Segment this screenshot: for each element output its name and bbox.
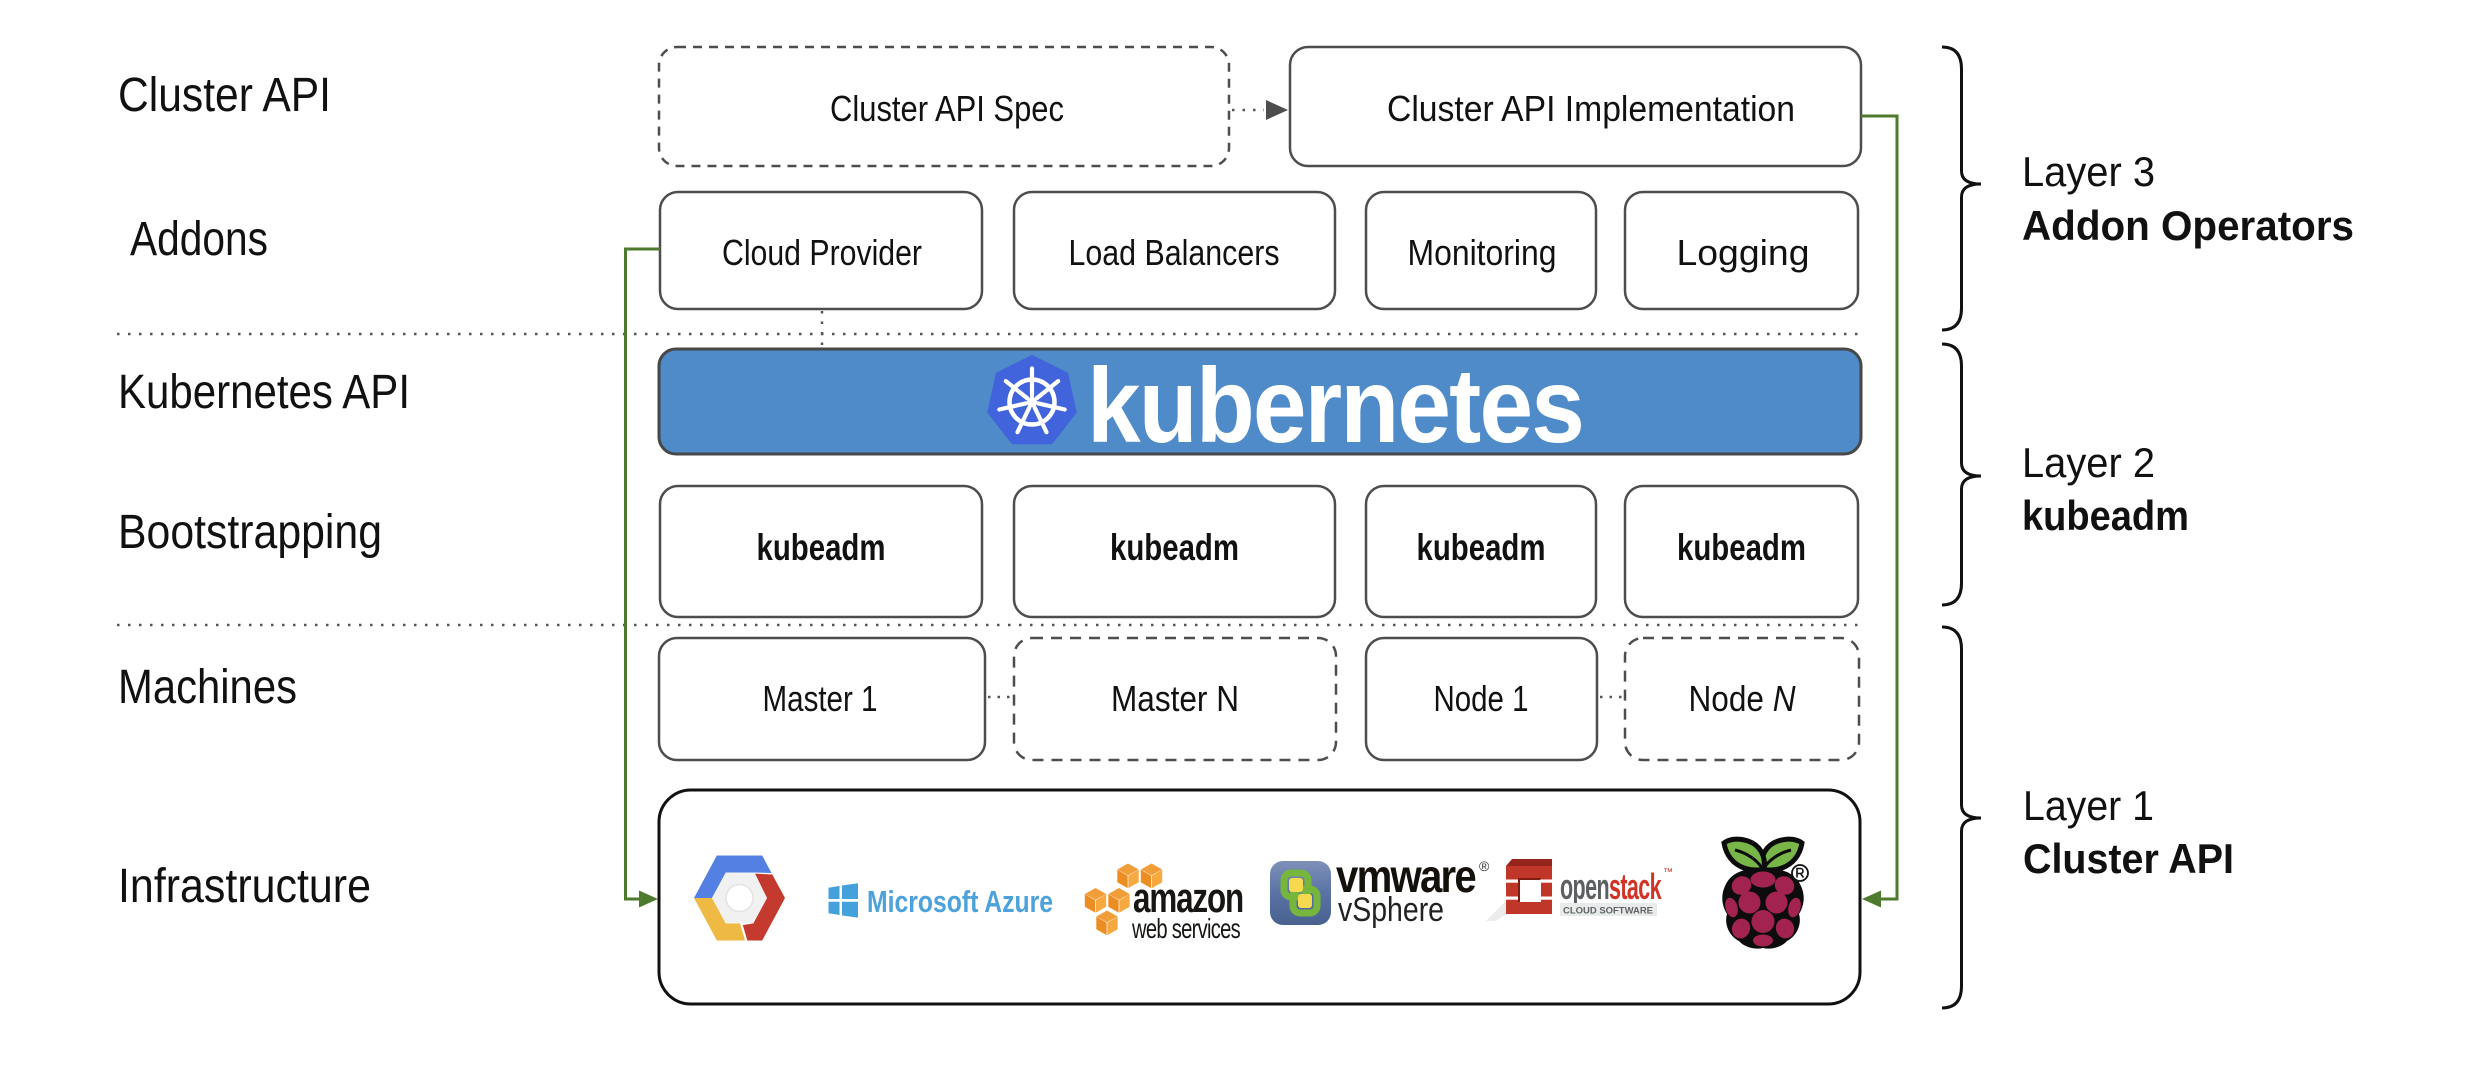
svg-text:kubernetes: kubernetes — [1087, 347, 1583, 465]
svg-text:Cluster API: Cluster API — [2023, 835, 2234, 882]
svg-text:Load Balancers: Load Balancers — [1069, 232, 1280, 273]
svg-text:Cluster API Spec: Cluster API Spec — [830, 88, 1064, 129]
svg-text:Node N: Node N — [1689, 678, 1797, 719]
svg-text:Infrastructure: Infrastructure — [118, 860, 371, 913]
svg-text:Layer 1: Layer 1 — [2023, 782, 2154, 829]
svg-text:openstack: openstack — [1560, 866, 1662, 907]
svg-text:Logging: Logging — [1677, 232, 1810, 273]
svg-text:Addons: Addons — [130, 213, 268, 266]
svg-text:Kubernetes API: Kubernetes API — [118, 366, 410, 419]
svg-text:™: ™ — [1663, 867, 1673, 878]
svg-text:vmware: vmware — [1336, 850, 1476, 902]
svg-text:kubeadm: kubeadm — [2022, 492, 2189, 539]
svg-text:kubeadm: kubeadm — [1677, 527, 1806, 568]
svg-text:CLOUD SOFTWARE: CLOUD SOFTWARE — [1563, 906, 1653, 917]
svg-text:Cluster API Implementation: Cluster API Implementation — [1387, 88, 1795, 129]
svg-text:Node 1: Node 1 — [1434, 678, 1529, 719]
svg-text:Cloud Provider: Cloud Provider — [722, 232, 922, 273]
svg-text:Cluster API: Cluster API — [118, 69, 331, 122]
svg-text:Monitoring: Monitoring — [1408, 232, 1557, 273]
svg-text:Addon Operators: Addon Operators — [2022, 202, 2354, 249]
svg-text:Microsoft Azure: Microsoft Azure — [867, 884, 1053, 919]
svg-text:kubeadm: kubeadm — [757, 527, 886, 568]
svg-text:amazon: amazon — [1133, 874, 1243, 921]
svg-text:kubeadm: kubeadm — [1110, 527, 1239, 568]
svg-text:®: ® — [1479, 858, 1490, 874]
svg-text:Layer 2: Layer 2 — [2022, 439, 2155, 486]
svg-text:web services: web services — [1131, 913, 1240, 944]
svg-text:vSphere: vSphere — [1338, 891, 1444, 929]
svg-text:kubeadm: kubeadm — [1417, 527, 1546, 568]
svg-text:Bootstrapping: Bootstrapping — [118, 506, 382, 559]
svg-text:Machines: Machines — [118, 661, 297, 714]
svg-text:Layer 3: Layer 3 — [2022, 148, 2155, 195]
svg-text:Master 1: Master 1 — [763, 678, 878, 719]
svg-text:Master N: Master N — [1111, 678, 1239, 719]
